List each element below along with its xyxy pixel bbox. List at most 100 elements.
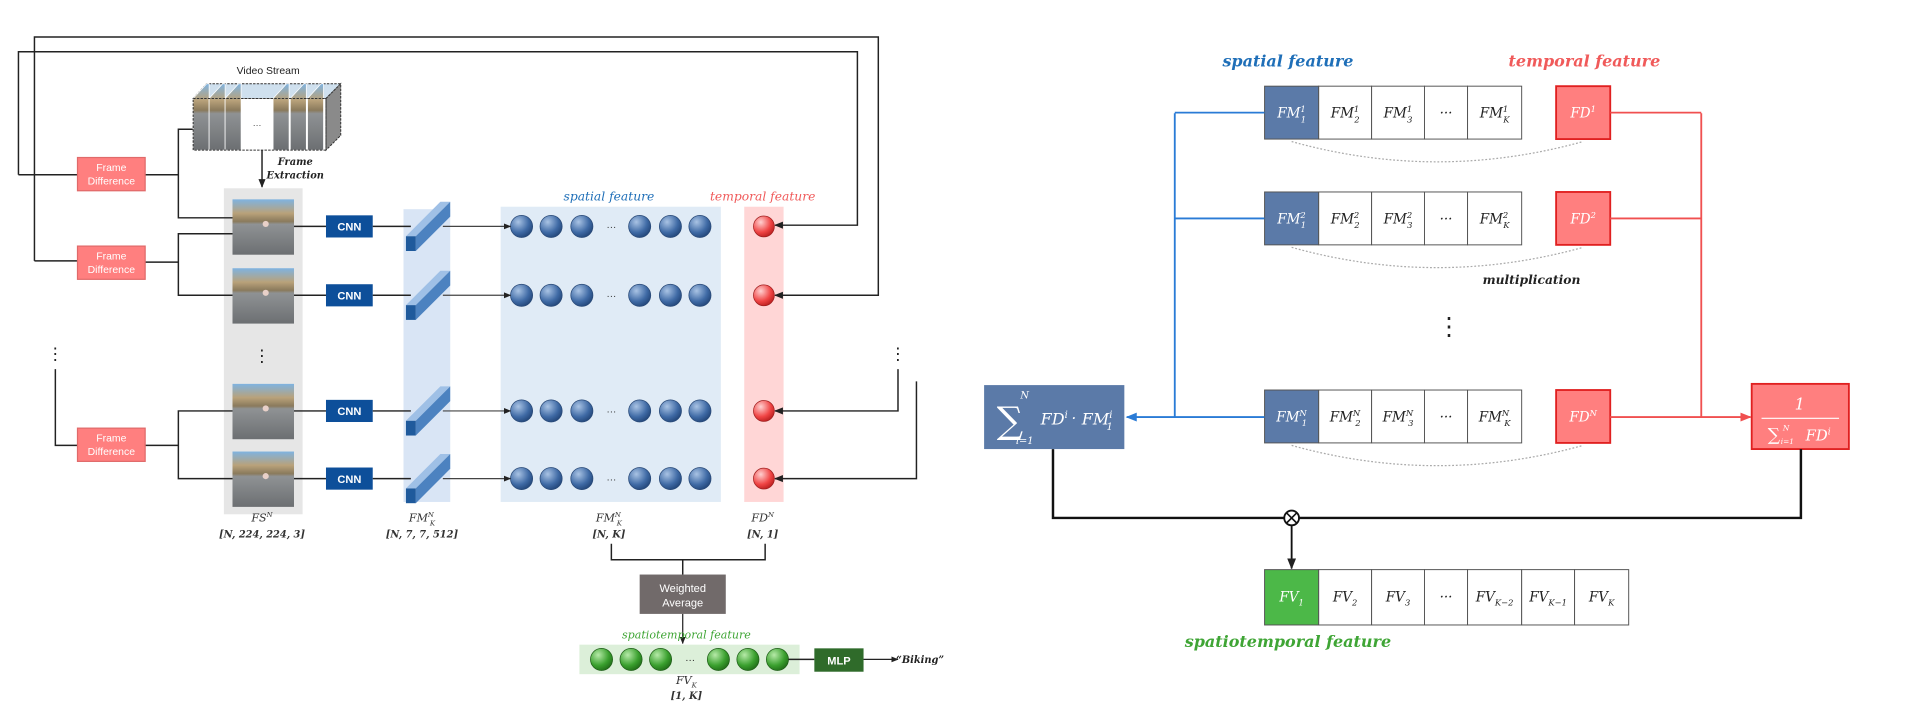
fm-cell-label-subscript: 1: [1301, 114, 1306, 124]
cyclist-figure: [262, 289, 269, 296]
fm-cell: [1371, 85, 1425, 140]
fm-cell: [1467, 85, 1523, 140]
spatial-feature-panel: [500, 206, 721, 502]
cnn-label: CNN: [337, 222, 361, 234]
fm-cell: [1467, 389, 1523, 444]
label-fm-vec-subscript: K: [616, 520, 623, 528]
fv-cell-label: FVK−1: [1528, 590, 1567, 608]
shape-fs: [N, 224, 224, 3]: [219, 530, 305, 541]
cube-side: [325, 82, 342, 152]
fm-cell-label-base: FM: [1382, 409, 1407, 425]
spatial-feature-node: [510, 283, 534, 307]
spatial-feature-node: [539, 467, 563, 491]
frame-difference-label-line2: Difference: [88, 447, 136, 458]
feature-map-slab: [405, 386, 451, 436]
sum-fm-term-subscript: 1: [1106, 422, 1112, 433]
frame-difference-label-line1: Frame: [96, 252, 126, 263]
fv-cell: [1521, 569, 1576, 626]
pipeline-row-1: CNN···: [232, 199, 775, 255]
fm-cell: [1318, 85, 1373, 140]
fm-cell-label-superscript: 1: [1407, 104, 1412, 114]
vertical-ellipsis-right: ⋮: [889, 343, 906, 363]
normalizer-numerator: 1: [1795, 395, 1805, 414]
normalizer-lower-bound: i=1: [1781, 437, 1794, 446]
fm-cell-label-subscript: 3: [1407, 114, 1412, 124]
cnn-box: [325, 284, 373, 307]
multiplication-arc: [1291, 246, 1584, 269]
frame-difference-label-line1: Frame: [96, 434, 126, 445]
video-frame-slice: [192, 83, 210, 151]
fm-cell-label-base: ···: [1440, 211, 1453, 227]
spatial-feature-node: [688, 399, 712, 423]
spatial-feature-node: [628, 467, 652, 491]
cyclist-figure: [262, 220, 269, 228]
spatial-feature-label-right: spatial feature: [1222, 51, 1353, 70]
vertical-ellipsis-left: ⋮: [47, 343, 64, 363]
fv-cell-label-subscript: K: [1607, 598, 1615, 608]
spatiotemporal-feature-node: [619, 647, 643, 671]
fm-cell: [1423, 85, 1469, 140]
normalizer-bg: [1750, 382, 1850, 450]
cnn-box: [325, 215, 373, 238]
spatial-feature-node: [570, 214, 594, 238]
fm-cell-label-superscript: N: [1501, 408, 1510, 418]
spatiotemporal-feature-label-right: spatiotemporal feature: [1185, 632, 1391, 651]
shape-fv: [1, K]: [671, 691, 703, 702]
feature-map-slab: [405, 270, 451, 320]
fd-cell-label-base: FD: [1569, 106, 1590, 122]
spatial-feature-node: [688, 467, 712, 491]
mlp-label: MLP: [827, 655, 850, 667]
spatial-feature-node: [539, 283, 563, 307]
label-fd-superscript: N: [767, 511, 775, 519]
video-frame-thumbnail: [232, 268, 295, 324]
fm-cell-label-subscript: 2: [1353, 114, 1359, 124]
fm-cell-label-subscript: 3: [1408, 418, 1413, 428]
cube-gap: [241, 98, 274, 151]
normalizer-fd-term-superscript: i: [1828, 428, 1831, 438]
spatial-feature-node: [539, 399, 563, 423]
fd-cell-label: FD1: [1569, 104, 1596, 121]
fd3-branch: [177, 410, 233, 480]
fm-cell-label-base: FM: [1383, 211, 1408, 227]
fd1-branch: [177, 128, 233, 219]
temporal-feature-node: [753, 400, 775, 422]
label-fv-base: FV: [675, 674, 693, 687]
label-fm-map-base: FM: [408, 512, 429, 525]
feedback-line-4: [774, 381, 918, 483]
feedback-line-1: [17, 50, 859, 229]
fd2-branch: [177, 233, 233, 297]
fd-cell: [1555, 389, 1612, 444]
temporal-feature-node: [753, 215, 775, 238]
fm-cell-label-base: FM: [1330, 211, 1355, 227]
cnn-label: CNN: [337, 474, 361, 486]
slab-top: [405, 453, 451, 489]
fv-cell-label: FVK−2: [1475, 590, 1514, 608]
fv-cell-label-subscript: K−2: [1494, 598, 1514, 608]
fv-cell-label-subscript: 3: [1405, 598, 1410, 608]
fm-cell-label-superscript: 2: [1406, 210, 1412, 220]
mlp-box: [814, 648, 864, 672]
fv-cell-label-subscript: K−1: [1547, 598, 1567, 608]
fm-cell: [1423, 389, 1469, 444]
node-ellipsis: ···: [606, 407, 616, 418]
fv-cell-label: FV2: [1332, 590, 1357, 608]
frame-difference-label-line1: Frame: [96, 163, 126, 174]
node-ellipsis: ···: [606, 291, 616, 302]
spatiotemporal-feature-node: [766, 647, 789, 671]
cnn-block: CNN: [325, 399, 373, 423]
fm-cell-label-subscript: 2: [1353, 220, 1359, 230]
fm-cell-label-base: FM: [1479, 211, 1504, 227]
video-stream-cube: [192, 82, 342, 152]
cnn-box: [325, 399, 373, 423]
video-ellipsis: ···: [253, 120, 262, 130]
cnn-block: CNN: [325, 467, 373, 490]
spatial-feature-node: [628, 399, 652, 423]
fm-cell-label-subscript: K: [1502, 114, 1510, 124]
spatiotemporal-feature-panel: [579, 644, 800, 675]
